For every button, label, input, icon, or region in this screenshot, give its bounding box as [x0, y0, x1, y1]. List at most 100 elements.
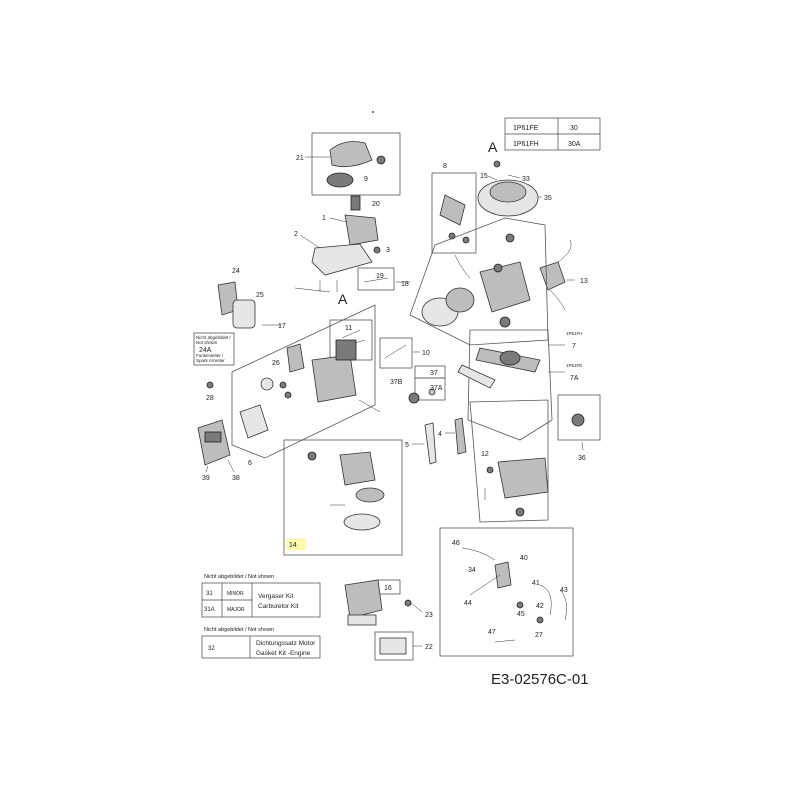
bracket-group-8 [431, 172, 477, 279]
air-filter-housing [344, 579, 383, 619]
kit1-desc-en: Carburetor Kit [258, 603, 299, 610]
part-35: 35 [544, 195, 552, 202]
part-23: 23 [425, 612, 433, 619]
part-7a: 7A [570, 375, 579, 382]
governor-group [408, 365, 446, 404]
fuel-cap [350, 195, 361, 211]
air-filter-group [344, 579, 423, 661]
variant-model-2: 1P61FH [513, 141, 539, 148]
part-12: 12 [481, 451, 489, 458]
part-19: 19 [376, 273, 384, 280]
drawing-code: E3-02576C-01 [491, 671, 589, 688]
not-shown-part: 24A [199, 347, 212, 354]
dipstick [424, 422, 437, 465]
kit2-desc-en: Gasket Kit -Engine [256, 650, 311, 657]
part-10-group [379, 337, 420, 369]
spark-plug-28 [206, 381, 214, 389]
kit1-desc-de: Vergaser Kit [258, 593, 294, 600]
part-10: 10 [422, 350, 430, 357]
control-linkage-group [439, 527, 574, 657]
part-6: 6 [248, 460, 252, 467]
rocker-part-26 [260, 377, 274, 391]
part-36-box [557, 394, 601, 441]
cover-bolt [486, 466, 494, 474]
muffler-group [217, 281, 282, 329]
muffler-body [232, 299, 256, 329]
valve-cover-gasket [286, 343, 305, 373]
part-15: 15 [480, 173, 488, 180]
part-5: 5 [405, 442, 409, 449]
tank-bolt [373, 246, 381, 254]
crankshaft-frame [467, 329, 553, 441]
head-gasket [335, 339, 357, 361]
carburetor-body [339, 451, 376, 486]
part-34: 34 [468, 567, 476, 574]
part-17: 17 [278, 323, 286, 330]
governor-weight [428, 388, 436, 396]
crankcase-cover-frame [469, 399, 549, 523]
variant-ref-2: 30A [568, 141, 581, 148]
breather [505, 233, 515, 243]
part-37a-box [414, 377, 446, 401]
part-13: 13 [580, 278, 588, 285]
fuel-tank-group [299, 195, 381, 292]
variant-table: 1P61FE 30 1P61FH 30A [504, 117, 601, 151]
recoil-starter-box [311, 132, 401, 196]
control-box [439, 527, 574, 657]
spring-part [536, 616, 544, 624]
crankcase-cover [497, 457, 549, 499]
kit2-desc-de: Dichtungssatz Motor [256, 640, 316, 647]
air-filter-cover-group [197, 419, 235, 473]
flywheel-hub [489, 181, 527, 203]
not-shown-line3: Funkenieiter / [196, 353, 224, 358]
part-26: 26 [272, 360, 280, 367]
crank-web [499, 350, 521, 366]
air-filter-foam [379, 637, 407, 655]
part-45: 45 [517, 611, 525, 618]
part-28: 28 [206, 395, 214, 402]
part-9: 9 [364, 176, 368, 183]
kit1-grade-1: MINOR [227, 591, 244, 597]
filter-cover [197, 419, 231, 466]
part-36-component [571, 413, 585, 427]
kit-table-1: Nicht abgebildet / Not shown 31 MINOR 31… [201, 574, 321, 618]
oil-seal [499, 316, 511, 328]
part-38: 38 [232, 475, 240, 482]
part-33: 33 [522, 176, 530, 183]
bracket-bolt-b [462, 236, 470, 244]
part-37a: 37A [430, 385, 443, 392]
part-4: 4 [438, 431, 442, 438]
engine-block [479, 261, 531, 313]
part-14: 14 [289, 542, 297, 549]
not-shown-line2: Not shown [196, 340, 218, 345]
bracket-box-8 [431, 172, 477, 254]
carburetor-group [283, 439, 403, 556]
kit2-num: 32 [208, 646, 215, 652]
part-37b: 37B [390, 379, 403, 386]
blower-housing [311, 243, 373, 276]
engine-block-group [409, 217, 549, 346]
part-10-box [379, 337, 413, 369]
part-20: 20 [372, 201, 380, 208]
part-46: 46 [452, 540, 460, 547]
part-41: 41 [532, 580, 540, 587]
not-shown-line4: Spark Arrester [196, 358, 225, 363]
part-39: 39 [202, 475, 210, 482]
crankshaft-group [457, 329, 565, 441]
flywheel-nut [493, 160, 501, 168]
variant-ref-1: 30 [570, 125, 578, 132]
part-19-group [294, 267, 410, 293]
kit-table-2: Nicht abgebildet / Not shown 32 Dichtung… [201, 627, 321, 659]
recoil-starter-group [305, 132, 401, 196]
part-21: 21 [296, 155, 304, 162]
crank-label-fe: 1P61FE [566, 363, 582, 368]
filter-grille [204, 431, 222, 443]
kit1-grade-2: MAJOR [227, 607, 245, 613]
variant-model-1: 1P61FE [513, 125, 539, 132]
kit2-header: Nicht abgebildet / Not shown [204, 627, 274, 633]
float-bowl [343, 513, 381, 531]
part-43: 43 [560, 587, 568, 594]
cylinder-head-frame [231, 304, 376, 459]
connecting-rod [457, 364, 496, 389]
recoil-housing [329, 141, 373, 168]
